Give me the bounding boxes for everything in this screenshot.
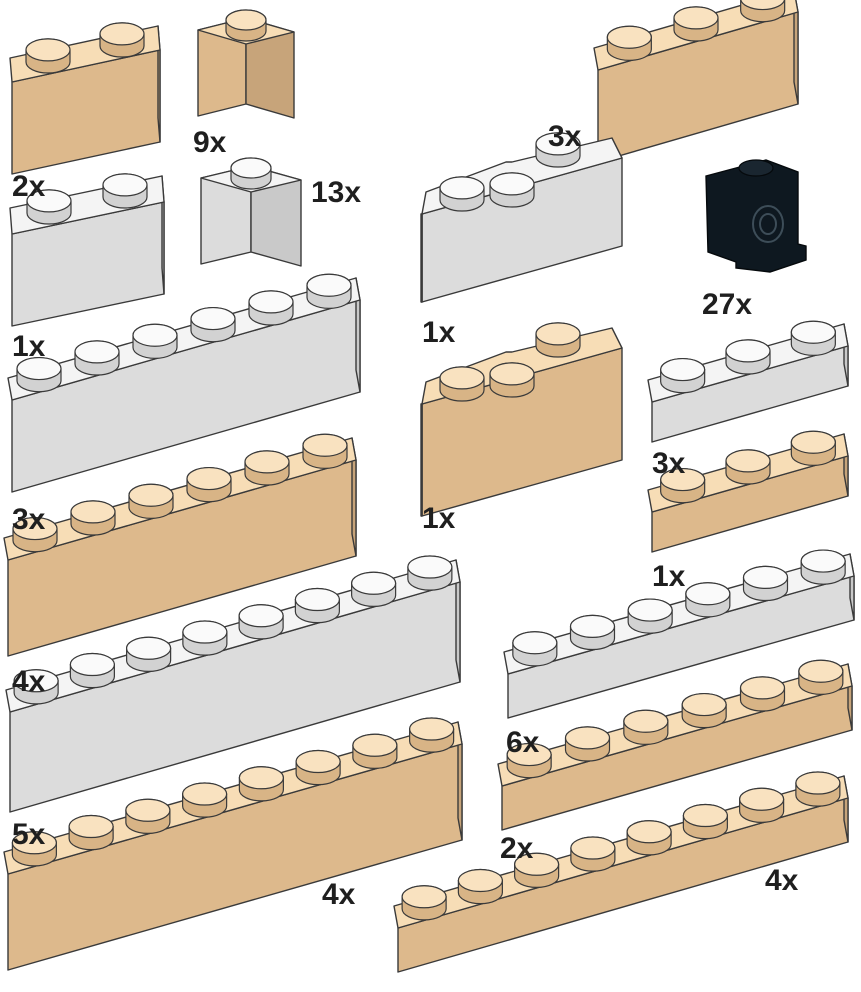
tan-brick-1x6 [3, 433, 357, 657]
black-headlight-brick [705, 159, 807, 273]
quantity-label-white-plate-1x3: 3x [652, 447, 686, 480]
quantity-label-white-corner-brick: 1x [422, 316, 456, 349]
white-plate-1x3 [647, 320, 849, 443]
quantity-label-white-brick-1x2: 1x [12, 330, 46, 363]
quantity-label-tan-brick-1x8: 4x [322, 878, 356, 911]
white-brick-1x1 [200, 157, 302, 267]
tan-plate-1x3 [647, 430, 849, 553]
tan-plate-1x8 [393, 771, 849, 973]
white-brick-1x8 [5, 555, 461, 813]
quantity-label-white-brick-1x8: 5x [12, 818, 46, 851]
quantity-label-tan-corner-brick: 1x [422, 502, 456, 535]
quantity-label-tan-brick-1x6: 4x [12, 665, 46, 698]
quantity-label-tan-brick-1x3: 3x [548, 120, 582, 153]
quantity-label-white-brick-1x1: 13x [311, 176, 362, 209]
tan-brick-1x3 [593, 0, 799, 163]
tan-brick-1x8 [3, 717, 463, 971]
tan-plate-1x6 [497, 659, 853, 831]
white-brick-1x2 [9, 173, 165, 327]
quantity-label-white-brick-1x6: 3x [12, 503, 46, 536]
white-plate-1x6 [503, 549, 855, 719]
quantity-label-tan-plate-1x8: 4x [765, 864, 799, 897]
quantity-label-tan-brick-1x1: 9x [193, 126, 227, 159]
quantity-label-tan-brick-1x2: 2x [12, 170, 46, 203]
quantity-label-white-plate-1x6: 6x [506, 726, 540, 759]
tan-brick-1x2 [9, 22, 161, 175]
quantity-label-black-headlight-brick: 27x [702, 288, 753, 321]
quantity-label-tan-plate-1x3: 1x [652, 560, 686, 593]
white-corner-brick [420, 132, 623, 303]
tan-corner-brick [420, 322, 623, 517]
white-brick-1x6 [7, 273, 361, 493]
quantity-label-tan-plate-1x6: 2x [500, 832, 534, 865]
tan-brick-1x1 [197, 9, 295, 119]
